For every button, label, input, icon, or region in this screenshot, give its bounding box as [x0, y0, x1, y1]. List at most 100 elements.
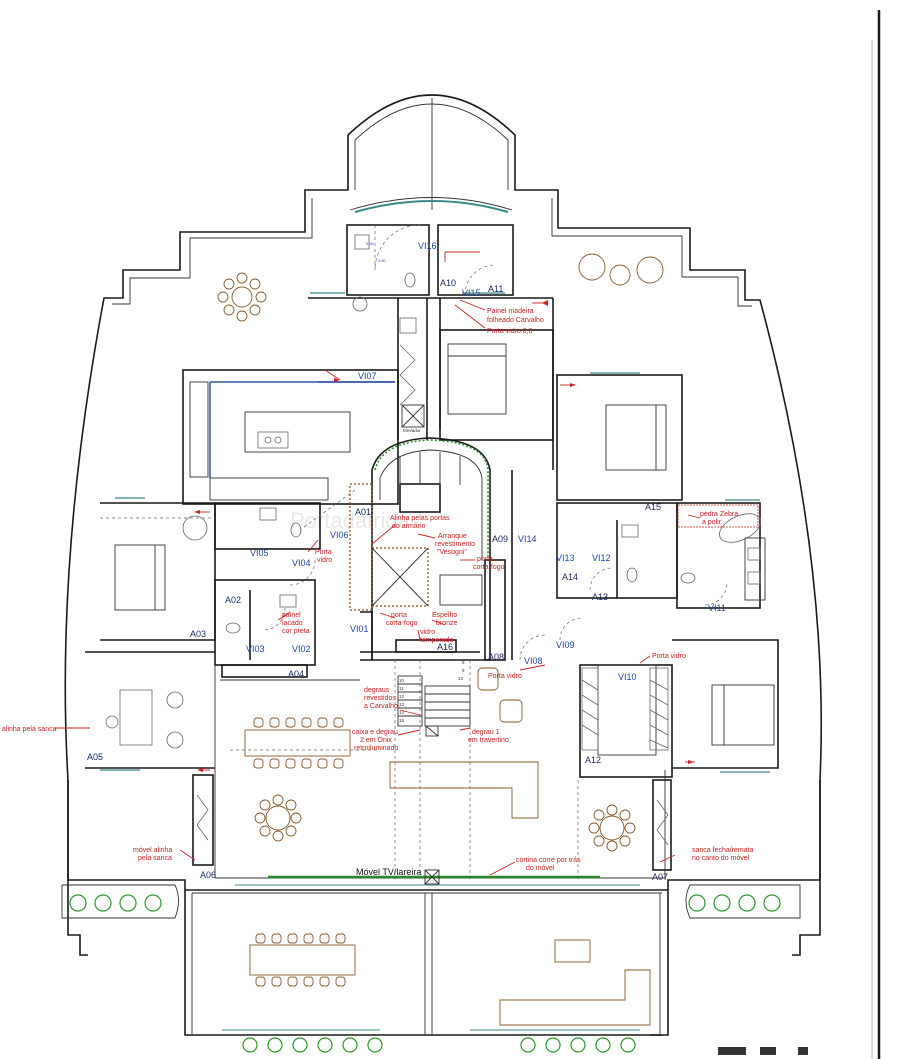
note-pedra-zebra-2: a polir	[702, 519, 722, 526]
code-VI02: VI02	[292, 644, 311, 654]
stair-step-label: 14	[399, 710, 405, 715]
note-painel-madeira-2: folheado Carvalho	[487, 317, 544, 324]
note-degraus-3: a Carvalho	[364, 703, 398, 710]
code-VI04: VI04	[292, 558, 311, 568]
note-caixa-degrau: caixa e degrau	[352, 729, 398, 736]
round-table-living	[254, 794, 302, 842]
code-VI12: VI12	[592, 553, 611, 563]
note-porta-vidro-right: Porta vidro	[652, 653, 686, 660]
note-cortina: cortina corre por trás	[516, 857, 581, 864]
note-arranque: Arranque	[438, 533, 467, 540]
code-VI10: VI10	[618, 672, 637, 682]
stair-step-label: 9	[462, 668, 465, 673]
code-A13: A13	[592, 592, 608, 602]
terrace-lounge-right	[578, 253, 664, 286]
code-VI08: VI08	[524, 656, 543, 666]
note-espelho-bronze-2: bronze	[436, 620, 458, 627]
code-A10: A10	[440, 278, 456, 288]
code-VI13: VI13	[556, 553, 575, 563]
note-painel-lacado-3: cor preta	[282, 628, 310, 635]
note-movel-alinha: móvel alinha	[133, 847, 172, 854]
round-table-right	[588, 804, 636, 852]
interior-walls	[85, 197, 779, 879]
furniture	[105, 234, 761, 1026]
note-painel-madeira: Painel madeira	[487, 308, 534, 315]
code-A09: A09	[492, 534, 508, 544]
code-A11: A11	[488, 284, 503, 294]
note-porta-cortafogo-right-2: corta-fogo	[473, 564, 505, 571]
note-vidro-temperado: vidro	[420, 629, 435, 636]
stair-step-label: 10	[399, 678, 405, 683]
note-arranque-3: "Vesogni"	[437, 549, 467, 556]
code-A05: A05	[87, 752, 103, 762]
arrow-markers	[194, 300, 694, 772]
note-degrau-1-2: em travertino	[468, 737, 509, 744]
code-A12: A12	[585, 755, 601, 765]
code-VI07: VI07	[358, 371, 377, 381]
stair-step-label: 13	[399, 702, 405, 707]
note-porta-vidro-08: Porta vidro 0,8	[487, 328, 533, 335]
title-block-marks	[718, 1047, 808, 1055]
code-A03: A03	[190, 629, 206, 639]
stair-step-label: 8	[462, 660, 465, 665]
code-A07: A07	[652, 872, 668, 882]
note-porta-cortafogo-right: porta	[477, 556, 493, 563]
note-caixa-degrau-3: retroiluminado	[354, 745, 398, 752]
code-A01: A01	[355, 507, 371, 517]
outer-walls	[61, 94, 823, 1036]
label-elevador: Elevador	[403, 428, 421, 433]
code-A08: A08	[488, 652, 504, 662]
code-A16: A16	[437, 642, 453, 652]
note-porta-vidro-left-2: vidro	[317, 557, 332, 564]
note-espelho-bronze: Espelho	[432, 612, 457, 619]
note-sanca-2: no canto do móvel	[692, 855, 750, 862]
code-VI06: VI06	[330, 530, 349, 540]
note-arranque-2: revestimento	[435, 541, 475, 548]
code-VI05: VI05	[250, 548, 269, 558]
note-sanca: sanca fecha/remata	[692, 847, 754, 854]
code-A02: A02	[225, 595, 241, 605]
note-alinha-portas: Alinha pelas portas	[390, 515, 450, 522]
code-VI15: VI15	[462, 288, 481, 298]
note-degrau-1: degrau 1	[472, 729, 500, 736]
note-caixa-degrau-2: 2 em Onix	[360, 737, 392, 744]
code-VI03: VI03	[246, 644, 265, 654]
code-VI14: VI14	[518, 534, 537, 544]
code-A14: A14	[562, 572, 578, 582]
note-painel-lacado: painel	[282, 612, 301, 619]
code-A15: A15	[645, 502, 661, 512]
sofa-lower	[499, 969, 651, 1026]
dining-table-living	[244, 717, 351, 769]
code-A06: A06	[200, 870, 216, 880]
code-VI16: VI16	[418, 241, 437, 251]
code-VI09: VI09	[556, 640, 575, 650]
note-porta-cortafogo-left-2: corta-fogo	[386, 620, 418, 627]
note-degraus-2: revestidos	[364, 695, 396, 702]
note-cortina-2: do móvel	[526, 865, 555, 872]
stair-step-label: 11	[399, 686, 404, 691]
note-porta-vidro-center: Porta vidro	[488, 673, 522, 680]
code-VI01: VI01	[350, 624, 369, 634]
room-codes: A01 A02 A03 A04 A05 A06 A07 A08 A09 A10 …	[87, 241, 726, 882]
window-glazing	[100, 200, 770, 1031]
dim-090: 0,90	[366, 241, 375, 246]
stair-step-label: 15	[399, 718, 405, 723]
note-pedra-zebra: pedra Zebra	[700, 511, 738, 518]
door-swings	[100, 224, 728, 880]
dim-080: 0,80	[378, 258, 387, 263]
label-movel-tv: Móvel TV/lareira	[356, 867, 421, 877]
code-VI11: VI11	[708, 603, 726, 613]
planters	[69, 894, 781, 1053]
note-vidro-temperado-2: temperado	[420, 637, 454, 644]
stair-step-label: 12	[399, 694, 405, 699]
note-alinha-portas-2: do armário	[392, 523, 426, 530]
stair-step-label: 13	[458, 676, 464, 681]
note-degraus: degraus	[364, 687, 390, 694]
red-leaders	[55, 251, 701, 876]
note-porta-cortafogo-left: porta	[391, 612, 407, 619]
note-porta-vidro-left: Porta	[315, 549, 332, 556]
note-movel-alinha-2: pela sanca	[138, 855, 172, 862]
terrace-table-left	[217, 272, 267, 322]
dining-table-lower	[249, 933, 356, 987]
